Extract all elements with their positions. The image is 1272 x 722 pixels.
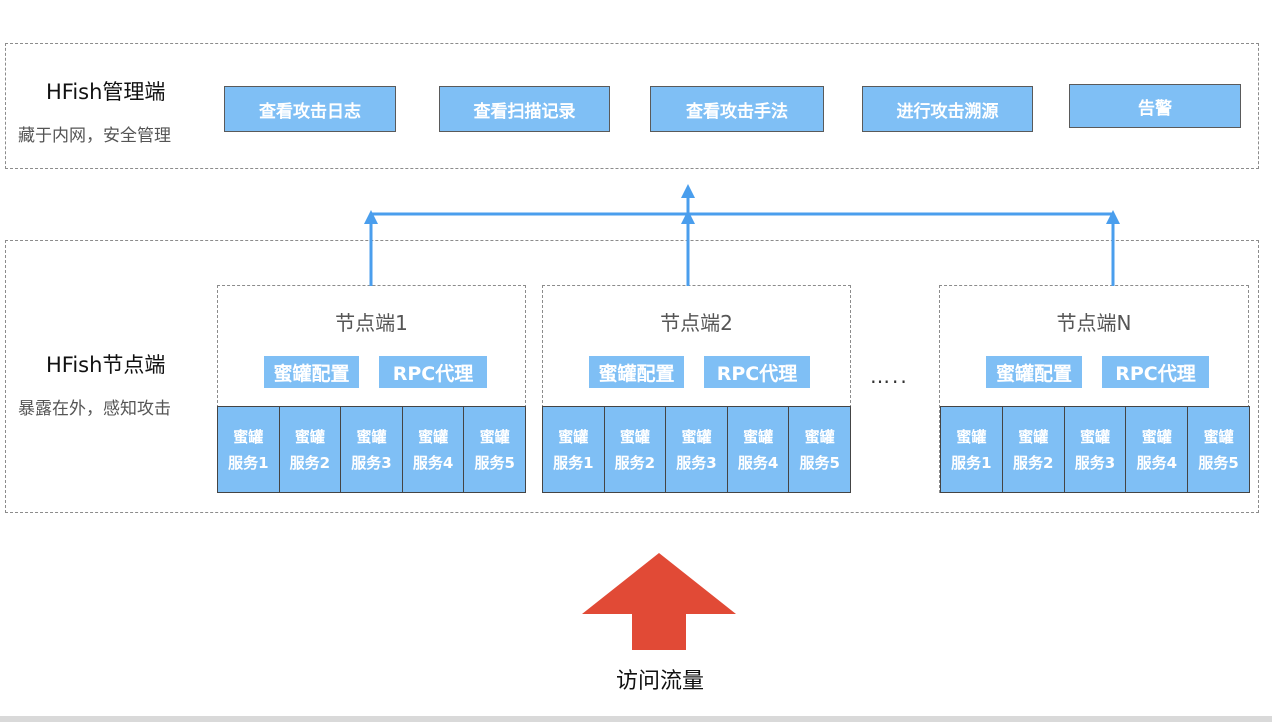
alert-button[interactable]: 告警 (1069, 84, 1241, 128)
service-line1: 蜜罐 (558, 427, 589, 446)
service-line1: 蜜罐 (956, 427, 987, 446)
node-n-honeypot-config-tag: 蜜罐配置 (986, 356, 1082, 388)
service-line2: 服务3 (1074, 453, 1116, 472)
service-line2: 服务1 (228, 453, 269, 472)
service-line1: 蜜罐 (418, 427, 449, 446)
service-line2: 服务2 (289, 453, 331, 472)
service-box: 蜜罐服务1 (218, 407, 279, 492)
node-1-title: 节点端1 (335, 311, 408, 335)
node-2-rpc-proxy-tag: RPC代理 (704, 356, 810, 388)
attack-tracing-button[interactable]: 进行攻击溯源 (862, 86, 1033, 132)
node-n-rpc-proxy-tag: RPC代理 (1102, 356, 1209, 388)
view-attack-methods-button[interactable]: 查看攻击手法 (650, 86, 824, 132)
service-box: 蜜罐服务2 (1001, 407, 1064, 492)
service-box: 蜜罐服务2 (603, 407, 666, 492)
service-line1: 蜜罐 (1018, 427, 1049, 446)
view-scan-records-button[interactable]: 查看扫描记录 (439, 86, 610, 132)
traffic-arrow (582, 553, 736, 650)
node-2-arrowhead (681, 210, 695, 224)
more-nodes-ellipsis: ….. (870, 364, 909, 388)
node-1-honeypot-config-tag: 蜜罐配置 (264, 356, 359, 388)
service-line2: 服务5 (1198, 453, 1239, 472)
service-line2: 服务4 (412, 453, 454, 472)
service-line1: 蜜罐 (294, 427, 325, 446)
view-attack-log-button[interactable]: 查看攻击日志 (224, 86, 396, 132)
service-line2: 服务1 (951, 453, 992, 472)
service-box: 蜜罐服务3 (665, 407, 727, 492)
service-line1: 蜜罐 (356, 427, 387, 446)
service-line2: 服务1 (553, 453, 594, 472)
service-line1: 蜜罐 (1141, 427, 1172, 446)
service-line1: 蜜罐 (804, 427, 835, 446)
node-1-service-row: 蜜罐服务1 蜜罐服务2 蜜罐服务3 蜜罐服务4 蜜罐服务5 (217, 406, 526, 493)
service-box: 蜜罐服务4 (726, 407, 789, 492)
service-line2: 服务5 (474, 453, 515, 472)
service-line2: 服务3 (676, 453, 717, 472)
service-box: 蜜罐服务5 (788, 407, 850, 492)
service-box: 蜜罐服务5 (463, 407, 525, 492)
node-1-rpc-proxy-tag: RPC代理 (379, 356, 487, 388)
node-2-service-row: 蜜罐服务1 蜜罐服务2 蜜罐服务3 蜜罐服务4 蜜罐服务5 (542, 406, 851, 493)
node-n-service-row: 蜜罐服务1 蜜罐服务2 蜜罐服务3 蜜罐服务4 蜜罐服务5 (940, 406, 1250, 493)
node-n-title: 节点端N (1056, 311, 1132, 335)
node-n-arrowhead (1106, 210, 1120, 224)
node-1-arrowhead (364, 210, 378, 224)
service-line2: 服务5 (799, 453, 840, 472)
manager-arrowhead (681, 184, 695, 198)
service-line1: 蜜罐 (233, 427, 264, 446)
node-layer-title: HFish节点端 (46, 353, 166, 377)
service-box: 蜜罐服务3 (1063, 407, 1126, 492)
service-box: 蜜罐服务1 (941, 407, 1002, 492)
service-line2: 服务4 (737, 453, 779, 472)
service-box: 蜜罐服务5 (1187, 407, 1249, 492)
service-box: 蜜罐服务4 (1125, 407, 1187, 492)
traffic-label: 访问流量 (615, 669, 704, 694)
node-layer-subtitle: 暴露在外，感知攻击 (18, 399, 171, 419)
manager-title: HFish管理端 (46, 80, 166, 104)
service-line1: 蜜罐 (1079, 427, 1110, 446)
service-box: 蜜罐服务4 (401, 407, 464, 492)
service-box: 蜜罐服务2 (278, 407, 341, 492)
service-line1: 蜜罐 (619, 427, 650, 446)
node-layer-panel (5, 240, 1259, 513)
service-line1: 蜜罐 (681, 427, 712, 446)
node-2-honeypot-config-tag: 蜜罐配置 (589, 356, 684, 388)
service-line2: 服务2 (1012, 453, 1054, 472)
service-line2: 服务2 (614, 453, 656, 472)
manager-panel (5, 43, 1259, 169)
service-line2: 服务4 (1136, 453, 1177, 472)
node-2-title: 节点端2 (660, 311, 733, 335)
service-line1: 蜜罐 (1203, 427, 1234, 446)
service-line1: 蜜罐 (743, 427, 774, 446)
service-box: 蜜罐服务1 (543, 407, 604, 492)
service-line1: 蜜罐 (479, 427, 510, 446)
bottom-scroll-bar (0, 716, 1272, 722)
service-line2: 服务3 (351, 453, 392, 472)
manager-subtitle: 藏于内网，安全管理 (18, 126, 171, 146)
service-box: 蜜罐服务3 (340, 407, 402, 492)
